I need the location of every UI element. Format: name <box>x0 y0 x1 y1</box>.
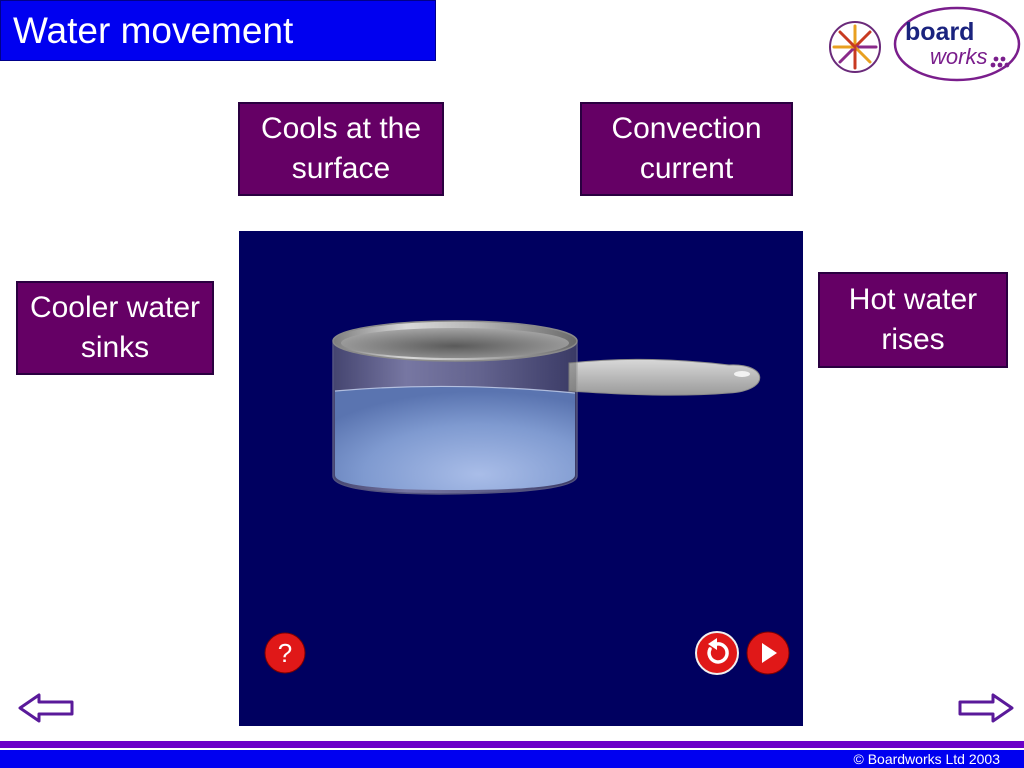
label-hot-water-rises-text: Hot water rises <box>848 283 978 356</box>
play-icon <box>762 643 777 663</box>
label-convection-current-text: Convection current <box>611 112 762 185</box>
previous-slide-button[interactable] <box>17 692 75 724</box>
page-title: Water movement <box>13 10 294 51</box>
saucepan-illustration <box>332 320 761 495</box>
boardworks-logo: board works <box>829 6 1021 82</box>
undo-icon <box>707 642 729 664</box>
label-convection-current[interactable]: Convection current <box>580 102 793 196</box>
question-mark-icon: ? <box>278 638 292 668</box>
logo-text-works: works <box>930 44 987 69</box>
logo-text-board: board <box>905 18 974 46</box>
animation-stage: ? <box>239 231 803 726</box>
label-cools-at-surface-text: Cools at the surface <box>260 112 422 185</box>
footer-divider-gap <box>0 748 1024 750</box>
footer-bar: © Boardworks Ltd 2003 <box>0 750 1024 768</box>
help-button[interactable]: ? <box>264 632 306 674</box>
copyright-text: © Boardworks Ltd 2003 <box>853 751 1000 767</box>
label-hot-water-rises[interactable]: Hot water rises <box>818 272 1008 368</box>
right-arrow-icon <box>958 693 1014 723</box>
title-bar: Water movement <box>0 0 436 61</box>
play-button[interactable] <box>746 631 790 675</box>
footer-divider <box>0 741 1024 748</box>
left-arrow-icon <box>18 693 74 723</box>
label-cools-at-surface[interactable]: Cools at the surface <box>238 102 444 196</box>
label-cooler-water-sinks-text: Cooler water sinks <box>29 291 201 364</box>
next-slide-button[interactable] <box>957 692 1015 724</box>
reset-button[interactable] <box>695 631 739 675</box>
label-cooler-water-sinks[interactable]: Cooler water sinks <box>16 281 214 375</box>
